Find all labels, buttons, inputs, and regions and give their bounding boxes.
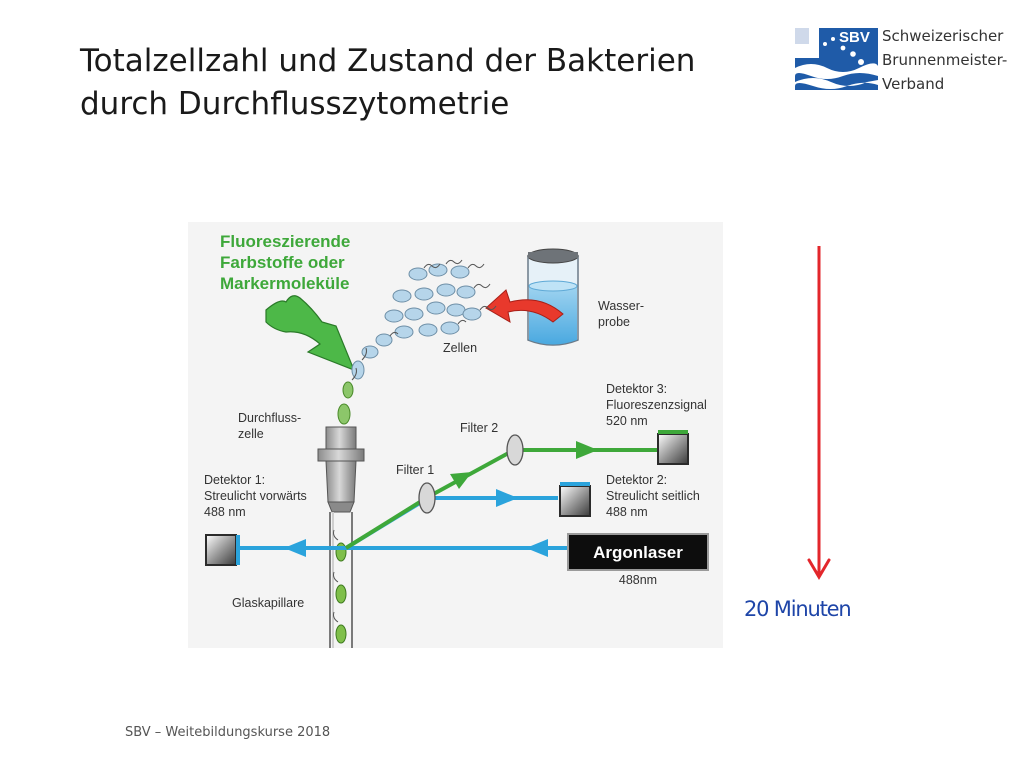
logo-line-3: Verband (882, 75, 945, 93)
detector-2-label-line-3: 488 nm (606, 505, 648, 519)
detector-1-label-line-3: 488 nm (204, 505, 246, 519)
detector-1-label-line-2: Streulicht vorwärts (204, 489, 307, 503)
capillary-label: Glaskapillare (232, 596, 304, 610)
detector-3-label-line-1: Detektor 3: (606, 382, 667, 396)
slide-title-line-2: durch Durchflusszytometrie (80, 86, 510, 122)
flow-cell-label-line-1: Durchfluss- (238, 411, 301, 425)
water-sample-beaker (527, 248, 579, 346)
footer-text: SBV – Weitebildungskurse 2018 (125, 725, 331, 740)
detector-1: Detektor 1: Streulicht vorwärts 488 nm (204, 473, 307, 566)
slide-title: Totalzellzahl und Zustand der Bakterien … (80, 40, 740, 126)
filter-1: Filter 1 (396, 463, 436, 514)
glass-capillary (329, 512, 353, 648)
argon-laser-label: Argonlaser (593, 543, 683, 562)
slide-title-line-1: Totalzellzahl und Zustand der Bakterien (80, 43, 696, 79)
dye-arrow (265, 295, 356, 372)
dye-label-line-2: Farbstoffe oder (220, 253, 345, 272)
detector-3-label-line-2: Fluoreszenzsignal (606, 398, 707, 412)
water-sample-label-line-1: Wasser- (598, 299, 644, 313)
filter-2-label: Filter 2 (460, 421, 498, 435)
detector-2-label-line-1: Detektor 2: (606, 473, 667, 487)
flow-cytometry-diagram: Fluoreszierende Farbstoffe oder Markermo… (188, 222, 723, 648)
dye-label: Fluoreszierende Farbstoffe oder Markermo… (220, 232, 350, 293)
duration-label: 20 Minuten (744, 597, 852, 621)
detector-3: Detektor 3: Fluoreszenzsignal 520 nm (606, 382, 707, 465)
logo-line-1: Schweizerischer (882, 27, 1004, 45)
laser-beam-arrowheads (284, 489, 548, 557)
flow-cell: Durchfluss- zelle (238, 411, 365, 513)
water-sample-label-line-2: probe (598, 315, 630, 329)
fluorescence-arrowheads (450, 441, 598, 489)
detector-2: Detektor 2: Streulicht seitlich 488 nm (559, 473, 700, 519)
dye-label-line-3: Markermoleküle (220, 274, 349, 293)
logo-mark-text: SBV (839, 29, 870, 46)
detector-2-label-line-2: Streulicht seitlich (606, 489, 700, 503)
laser-wavelength: 488nm (619, 573, 657, 587)
detector-1-label-line-1: Detektor 1: (204, 473, 265, 487)
logo-name: Schweizerischer Brunnenmeister- Verband (882, 24, 1007, 96)
dye-label-line-1: Fluoreszierende (220, 232, 350, 251)
cell-stream (337, 347, 367, 425)
time-arrow (807, 246, 831, 580)
cells-cluster (361, 263, 482, 359)
logo-line-2: Brunnenmeister- (882, 51, 1008, 69)
cell-flagella (389, 259, 497, 337)
sample-arrow (485, 289, 564, 323)
detector-3-label-line-3: 520 nm (606, 414, 648, 428)
argon-laser: Argonlaser 488nm (567, 533, 709, 587)
cells-label: Zellen (443, 341, 477, 355)
flow-cell-label-line-2: zelle (238, 427, 264, 441)
sbv-logo: SBV (795, 28, 878, 90)
filter-2: Filter 2 (460, 421, 524, 466)
filter-1-label: Filter 1 (396, 463, 434, 477)
